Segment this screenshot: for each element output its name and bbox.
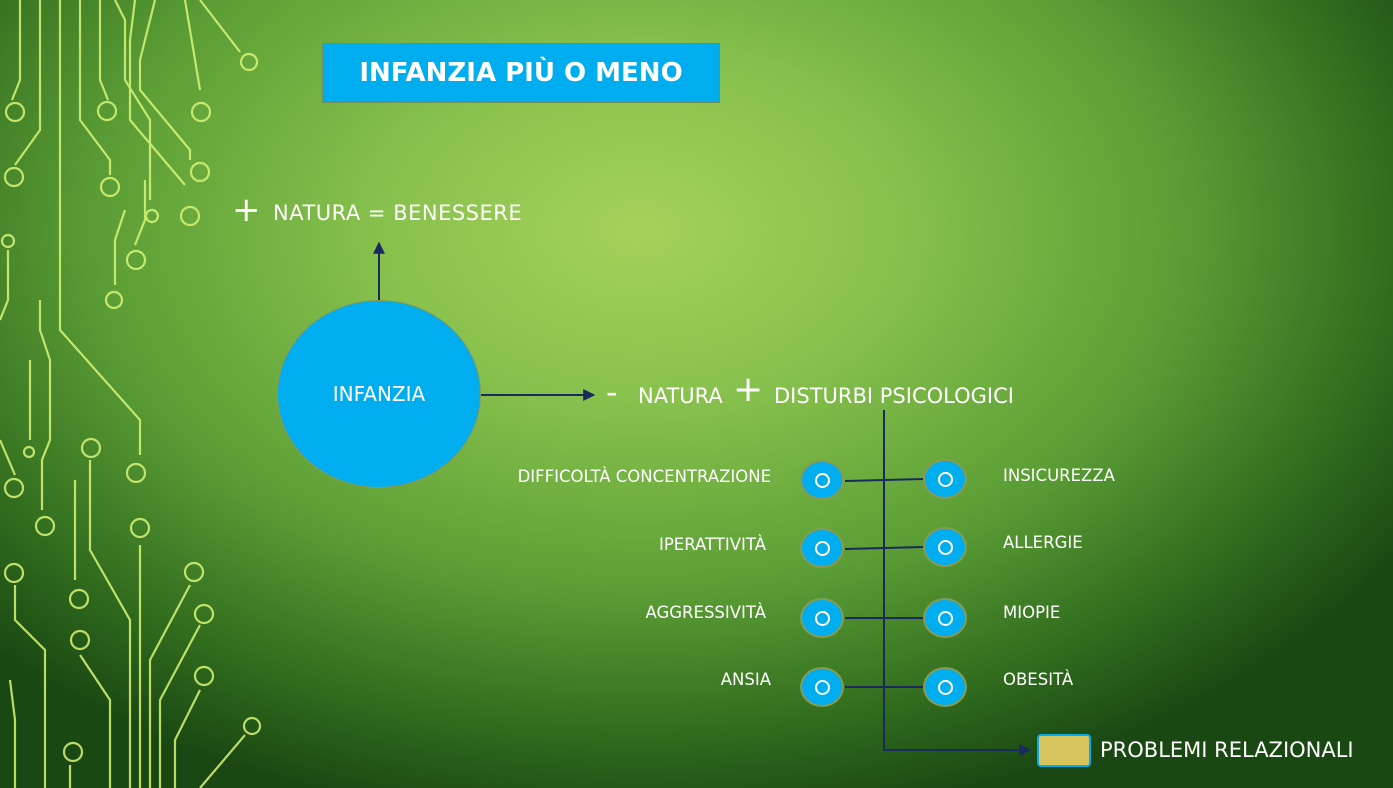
left-item-label: DIFFICOLTÀ CONCENTRAZIONE — [517, 467, 771, 486]
bullet-node-left — [800, 528, 844, 568]
row-line-2 — [844, 546, 925, 550]
title-box: INFANZIA PIÙ O MENO — [322, 43, 720, 103]
bullet-node-right — [923, 667, 967, 707]
bullet-node-left — [800, 667, 844, 707]
minus-sign: - — [606, 373, 618, 411]
row-line-1 — [844, 478, 925, 482]
bullet-node-right — [923, 459, 967, 499]
bullet-node-left — [800, 460, 844, 500]
disturbi-psicologici-label: DISTURBI PSICOLOGICI — [774, 384, 1014, 408]
right-item-label: OBESITÀ — [1003, 670, 1074, 689]
natura-label: NATURA — [638, 384, 723, 408]
left-item-label: AGGRESSIVITÀ — [645, 603, 766, 622]
right-item-label: ALLERGIE — [1003, 533, 1083, 552]
plus-sign-top: + — [232, 190, 261, 230]
left-item-label: ANSIA — [720, 670, 771, 689]
plus-sign-mid: + — [733, 369, 764, 410]
natura-benessere-label: NATURA = BENESSERE — [273, 201, 523, 225]
problemi-relazionali-box — [1037, 734, 1091, 767]
infanzia-label: INFANZIA — [332, 382, 426, 406]
infanzia-circle: INFANZIA — [277, 300, 481, 488]
main-vertical-line — [883, 410, 1032, 756]
bullet-node-right — [923, 598, 967, 638]
right-item-label: INSICUREZZA — [1003, 466, 1115, 485]
circuit-decoration — [0, 0, 262, 788]
bullet-node-right — [923, 527, 967, 567]
right-item-label: MIOPIE — [1003, 603, 1061, 622]
problemi-relazionali-label: PROBLEMI RELAZIONALI — [1100, 738, 1354, 762]
left-item-label: IPERATTIVITÀ — [658, 535, 766, 554]
bullet-node-left — [800, 598, 844, 638]
page-title: INFANZIA PIÙ O MENO — [359, 58, 683, 88]
